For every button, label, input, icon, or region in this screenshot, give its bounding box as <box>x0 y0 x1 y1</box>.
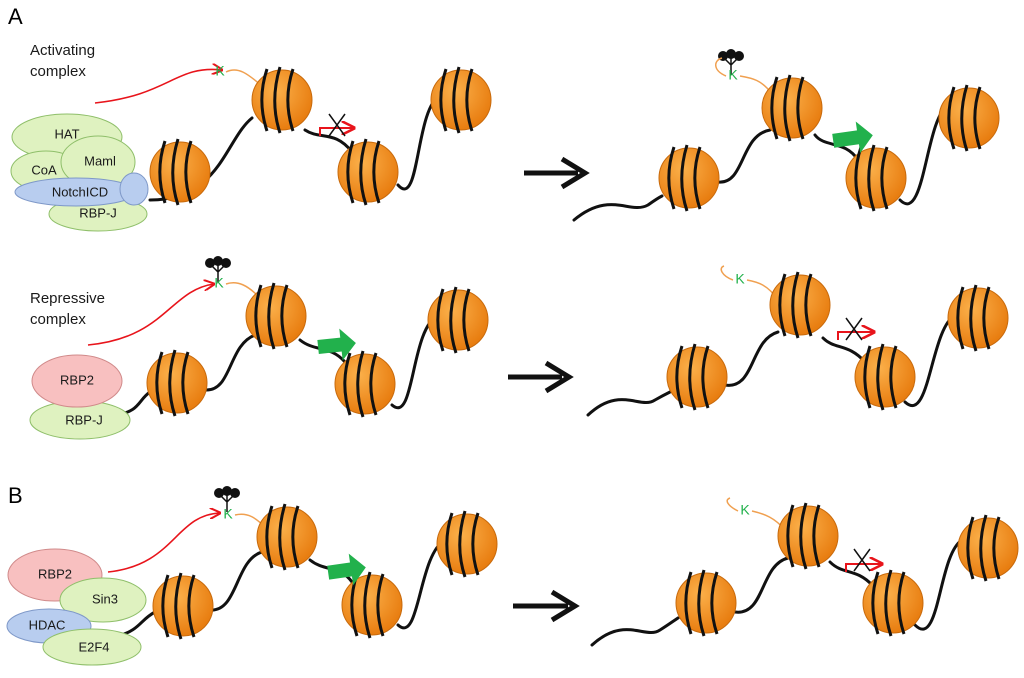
transition-arrow-1 <box>524 156 590 190</box>
dna-linker <box>716 128 772 184</box>
dna-linker <box>203 333 257 392</box>
dna-linker <box>821 336 867 364</box>
block-x-icon <box>328 113 346 137</box>
histone-tail <box>715 57 727 77</box>
nucleosome <box>250 65 314 135</box>
histone-tail <box>225 282 259 297</box>
dna-linker <box>723 330 780 387</box>
nucleosome <box>148 137 212 207</box>
transition-arrow-3 <box>513 589 580 623</box>
activating-complex-after: K <box>572 48 1001 222</box>
active-transcription-arrow <box>832 121 873 154</box>
protein-rbpj-label: RBP-J <box>79 205 117 220</box>
panel-b-after: K <box>590 497 1020 647</box>
nucleosome <box>255 502 319 572</box>
repressive-complex-before: Repressive complex K RBP-J RBP2 <box>29 255 490 440</box>
nucleosome <box>151 571 215 641</box>
nucleosome <box>657 143 721 213</box>
nucleosome <box>768 270 832 340</box>
activating-complex-before: Activating complex K HAT CoA Maml RBP-J … <box>10 42 493 232</box>
protein-notchicd-label: NotchICD <box>52 184 108 199</box>
nucleosome <box>426 285 490 355</box>
dna-linker <box>903 313 957 407</box>
dna-linker <box>208 550 264 612</box>
protein-rbpj-label: RBP-J <box>65 412 103 427</box>
nucleosome <box>937 83 1001 153</box>
panel-a-letter: A <box>8 4 23 29</box>
repressive-label-line2: complex <box>30 311 86 328</box>
nucleosome <box>853 342 917 412</box>
lysine-residue: K <box>735 271 745 287</box>
repressive-curve-arrow <box>87 284 214 346</box>
dna-linker <box>572 194 664 222</box>
repressive-complex-after: K <box>586 265 1010 417</box>
panel-b-letter: B <box>8 483 23 508</box>
nucleosome <box>946 283 1010 353</box>
lysine-residue: K <box>728 67 738 83</box>
protein-e2f4-label: E2F4 <box>78 639 109 654</box>
protein-maml-label: Maml <box>84 153 116 168</box>
protein-rbp2 <box>31 354 123 408</box>
protein-coa-label: CoA <box>31 162 57 177</box>
notchicd-domain <box>119 172 149 206</box>
activating-label-line1: Activating <box>30 42 95 59</box>
active-transcription-arrow <box>327 553 366 586</box>
protein-hat-label: HAT <box>54 126 79 141</box>
histone-tail <box>720 265 734 281</box>
protein-e2f4 <box>42 628 142 666</box>
lysine-residue: K <box>215 63 225 79</box>
protein-hdac-label: HDAC <box>29 617 66 632</box>
protein-rbp2-label: RBP2 <box>38 566 72 581</box>
protein-sin3-label: Sin3 <box>92 591 118 606</box>
nucleosome <box>956 513 1020 583</box>
active-transcription-arrow <box>317 328 356 361</box>
activating-curve-arrow <box>94 69 222 104</box>
repressive-curve-arrow <box>107 513 220 573</box>
dna-linker <box>828 560 874 587</box>
nucleosome <box>435 509 499 579</box>
block-x-icon <box>853 548 871 572</box>
repressive-label-line1: Repressive <box>30 290 105 307</box>
histone-tail <box>726 497 739 512</box>
nucleosome <box>429 65 493 135</box>
dna-linker <box>733 556 790 614</box>
lysine-residue: K <box>214 275 224 291</box>
block-x-icon <box>845 317 863 341</box>
transition-arrow-2 <box>508 360 574 394</box>
protein-rbp2-label: RBP2 <box>60 372 94 387</box>
nucleosome <box>665 342 729 412</box>
dna-linker <box>586 390 672 417</box>
dna-linker <box>590 616 680 647</box>
blocked-transcription-arrow <box>845 564 882 572</box>
dna-linker <box>913 538 964 631</box>
dna-linker <box>303 128 354 154</box>
activating-label-line2: complex <box>30 63 86 80</box>
blocked-transcription-arrow <box>319 128 354 136</box>
lysine-residue: K <box>740 502 750 518</box>
nucleosome <box>336 137 400 207</box>
panel-b-before: K RBP2 Sin3 HDAC E2F4 <box>6 485 499 666</box>
nucleosome <box>145 348 209 418</box>
nucleosome <box>674 568 738 638</box>
protein-sin3 <box>59 577 147 623</box>
blocked-transcription-arrow <box>837 332 874 340</box>
lysine-residue: K <box>223 506 233 522</box>
